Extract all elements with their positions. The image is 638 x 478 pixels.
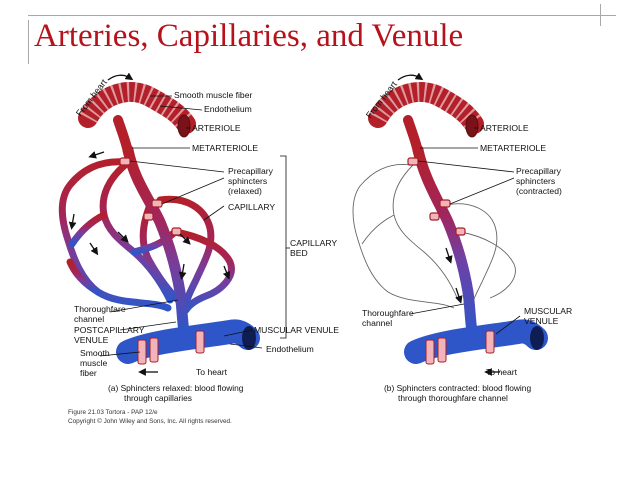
- panel-a-label-precapillary-line3: (relaxed): [228, 186, 262, 196]
- panel-b-to-heart: To heart: [486, 367, 518, 377]
- panel-b-thoroughfare-channel: [412, 144, 478, 338]
- panel-a-drawing: [58, 72, 260, 376]
- panel-a-label-endothelium: Endothelium: [204, 104, 252, 114]
- panel-a-label-smooth-muscle-line3: fiber: [80, 368, 97, 378]
- panel-b-label-muscular-venule-line1: MUSCULAR: [524, 306, 573, 316]
- panel-a-venule: [116, 319, 260, 365]
- panel-a-label-smooth-muscle-line1: Smooth: [80, 348, 110, 358]
- panel-a-label-smooth-muscle-line2: muscle: [80, 358, 108, 368]
- panel-b-label-arteriole: ARTERIOLE: [480, 123, 529, 133]
- panel-b-label-precapillary-line2: sphincters: [516, 176, 556, 186]
- panel-a-label-capillary: CAPILLARY: [228, 202, 276, 212]
- panel-a-label-endothelium-bottom: Endothelium: [266, 344, 314, 354]
- panel-a-label-precapillary-line2: sphincters: [228, 176, 268, 186]
- panel-a-caption-line1: (a) Sphincters relaxed: blood flowing: [108, 383, 244, 393]
- panel-a-to-heart: To heart: [196, 367, 228, 377]
- panel-b-venule: [404, 319, 548, 365]
- panel-a-label-capillary-bed-line2: BED: [290, 248, 308, 258]
- slide-corner-rule: [600, 4, 601, 26]
- leader-lines: [99, 95, 521, 357]
- panel-b-label-precapillary-line1: Precapillary: [516, 166, 561, 176]
- panel-a-label-postcapillary-line2: VENULE: [74, 335, 109, 345]
- panel-a-capillary-network: [58, 158, 235, 316]
- panel-b-caption-line1: (b) Sphincters contracted: blood flowing: [384, 383, 532, 393]
- panel-a-precapillary-sphincters: [119, 157, 182, 236]
- panel-b-capillary-outlines: [352, 164, 516, 313]
- panel-a-label-metarteriole: METARTERIOLE: [192, 143, 259, 153]
- panel-b-label-thoroughfare-line1: Thoroughfare: [362, 308, 414, 318]
- panel-b-arteriole: [368, 82, 484, 157]
- panel-a-caption-line2: through capillaries: [124, 393, 192, 403]
- slide-top-rule: [28, 15, 616, 16]
- panel-b-label-metarteriole: METARTERIOLE: [480, 143, 547, 153]
- slide-left-rule: [28, 20, 29, 64]
- panel-b-caption-line2: through thoroughfare channel: [398, 393, 508, 403]
- panel-a-label-thoroughfare-line2: channel: [74, 314, 105, 324]
- panel-a-label-precapillary-line1: Precapillary: [228, 166, 273, 176]
- panel-b-drawing: [352, 72, 548, 376]
- panel-a-thoroughfare-channel: [122, 144, 190, 338]
- panel-b-flow-arrows: [397, 72, 500, 376]
- panel-a-label-thoroughfare-line1: Thoroughfare: [74, 304, 126, 314]
- slide-title: Arteries, Capillaries, and Venule: [34, 18, 464, 54]
- figure-credit-line1: Figure 21.03 Tortora - PAP 12/e: [68, 409, 158, 416]
- panel-a-flow-arrows: [68, 72, 231, 376]
- panel-a-label-arteriole: ARTERIOLE: [192, 123, 241, 133]
- figure-credit-line2: Copyright © John Wiley and Sons, Inc. Al…: [68, 418, 232, 425]
- panel-a-label-postcapillary-line1: POSTCAPILLARY: [74, 325, 145, 335]
- panel-b-precapillary-sphincters: [407, 157, 466, 236]
- panel-b-label-precapillary-line3: (contracted): [516, 186, 562, 196]
- panel-b-label-muscular-venule-line2: VENULE: [524, 316, 559, 326]
- panel-a-label-smooth-muscle-fiber: Smooth muscle fiber: [174, 90, 253, 100]
- panel-a-label-capillary-bed-line1: CAPILLARY: [290, 238, 338, 248]
- panel-a-label-muscular-venule: MUSCULAR VENULE: [254, 325, 340, 335]
- panel-a-arteriole: [78, 82, 196, 157]
- panel-b-label-thoroughfare-line2: channel: [362, 318, 393, 328]
